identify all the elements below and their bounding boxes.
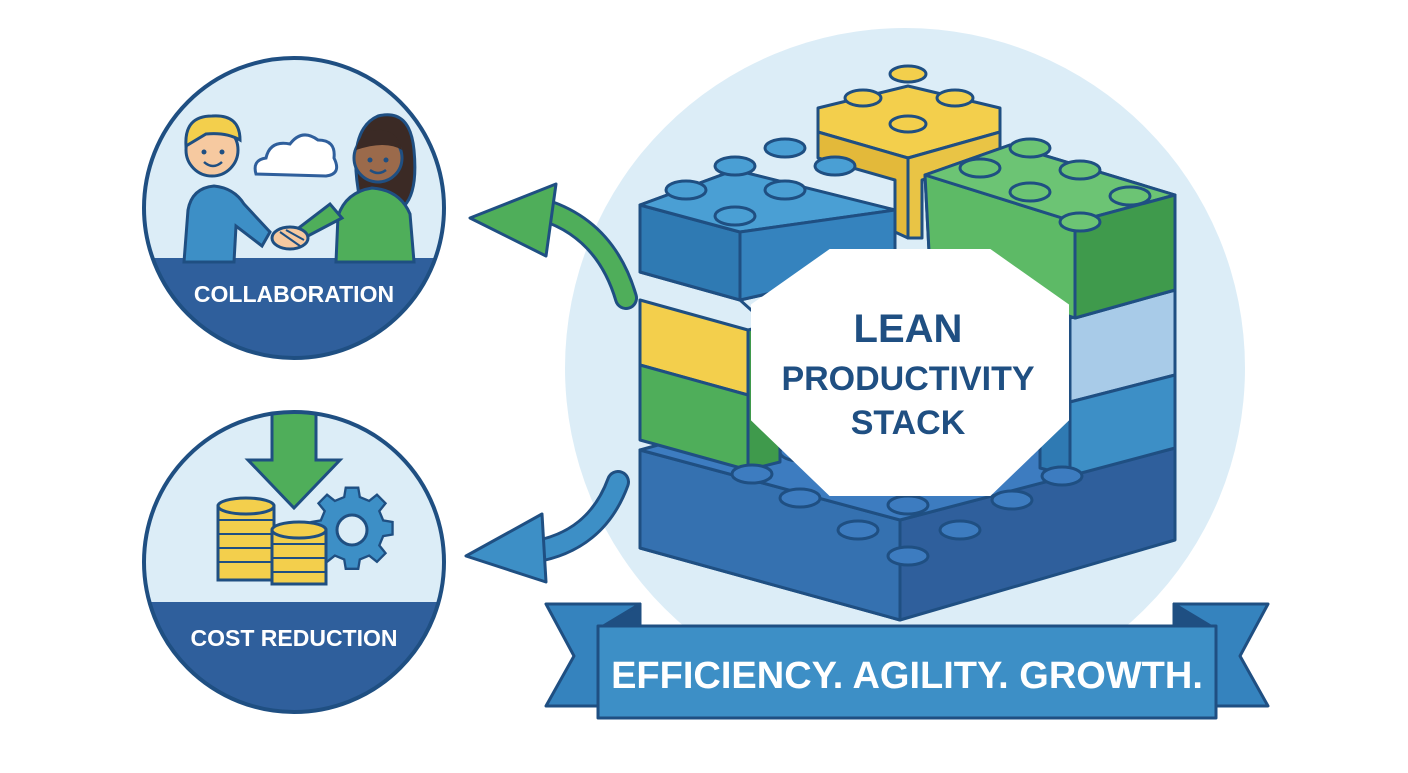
gear-icon: [310, 486, 394, 570]
title-line-2: PRODUCTIVITY: [781, 360, 1034, 398]
ribbon-text: EFFICIENCY. AGILITY. GROWTH.: [611, 655, 1203, 697]
collaboration-badge: COLLABORATION: [142, 56, 446, 360]
studs-green: [958, 137, 1152, 233]
title-line-1: LEAN: [854, 307, 963, 351]
title-line-3: STACK: [851, 404, 966, 442]
handshake-icon: [270, 225, 310, 251]
arrow-to-collaboration: [468, 182, 638, 310]
cloud-icon: [253, 133, 339, 178]
ribbon-banner: EFFICIENCY. AGILITY. GROWTH.: [544, 602, 1270, 720]
cost-reduction-badge: COST REDUCTION: [142, 410, 446, 714]
collaboration-label: COLLABORATION: [194, 281, 394, 307]
center-label: LEAN PRODUCTIVITY STACK: [751, 249, 1069, 496]
person-icon: [182, 114, 272, 264]
coin-stack-icon: [216, 496, 328, 586]
cost-reduction-label: COST REDUCTION: [191, 625, 398, 651]
arrow-to-cost-reduction: [464, 470, 630, 584]
studs-blue: [664, 137, 857, 227]
person-icon: [293, 113, 417, 264]
studs-yellow: [843, 64, 975, 134]
